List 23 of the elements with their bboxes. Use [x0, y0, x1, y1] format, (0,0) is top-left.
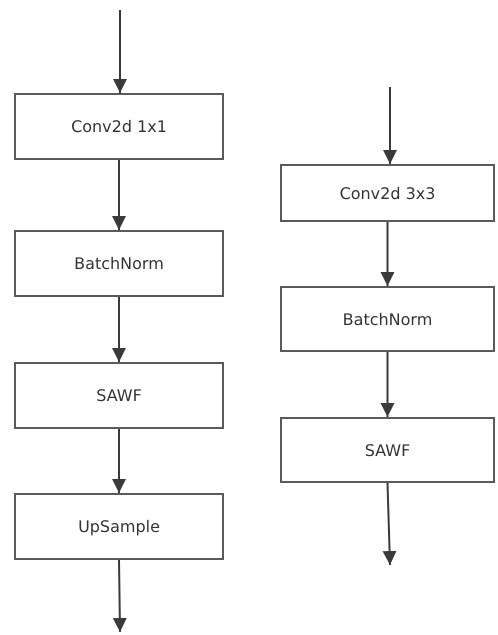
arrow [382, 482, 397, 566]
process-box [280, 417, 495, 483]
arrow [112, 160, 126, 230]
box-label: SAWF [96, 386, 142, 405]
arrow [112, 560, 127, 632]
box-label: Conv2d 1x1 [71, 117, 167, 136]
box-label: SAWF [364, 440, 410, 460]
box-label: UpSample [78, 517, 160, 536]
box-label: Conv2d 3x3 [340, 184, 436, 202]
process-box [14, 362, 224, 429]
arrow [112, 297, 126, 362]
process-box [14, 493, 224, 560]
box-label: BatchNorm [342, 310, 432, 328]
process-box [14, 230, 224, 297]
arrow [380, 352, 394, 417]
arrow [383, 87, 397, 164]
process-box [14, 93, 224, 160]
arrow [112, 429, 126, 493]
arrow [113, 10, 127, 93]
arrow [380, 222, 394, 286]
process-box [280, 286, 495, 352]
box-label: BatchNorm [74, 254, 164, 273]
process-box [280, 164, 495, 222]
